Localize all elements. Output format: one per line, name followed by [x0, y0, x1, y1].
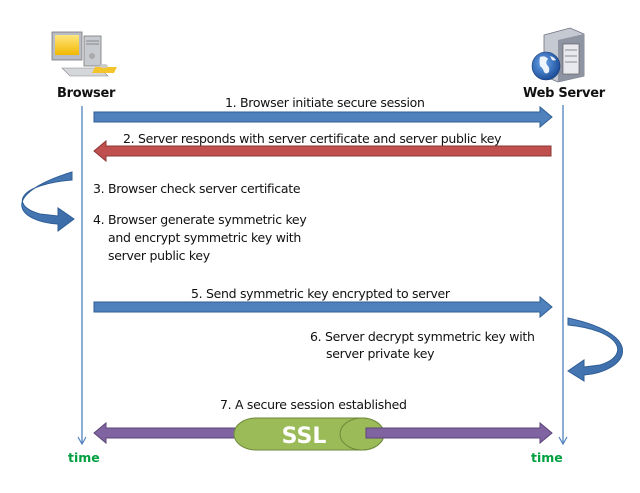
server-self-curve-arrow [567, 317, 623, 382]
step-7-arrow [93, 421, 251, 445]
step-1-arrow [93, 105, 553, 129]
ssl-tunnel [233, 417, 385, 451]
step-7-arrow-right [365, 421, 553, 445]
step-7-label: 7. A secure session established [220, 397, 407, 412]
browser-self-curve-arrow [21, 171, 75, 232]
browser-lifeline [77, 106, 87, 446]
step-5-label: 5. Send symmetric key encrypted to serve… [191, 286, 450, 301]
step-1-label: 1. Browser initiate secure session [225, 95, 425, 110]
browser-label: Browser [57, 86, 116, 101]
server-lifeline [558, 105, 568, 446]
step-4-line-3: server public key [108, 248, 210, 263]
step-4-line-1: 4. Browser generate symmetric key [93, 212, 307, 227]
step-3-label: 3. Browser check server certificate [93, 181, 301, 196]
web-server-globe-icon [531, 27, 585, 83]
browser-time-label: time [68, 450, 100, 465]
ssl-label: SSL [282, 424, 327, 449]
step-2-label: 2. Server responds with server certifica… [123, 131, 502, 146]
step-2-arrow [93, 139, 552, 163]
step-6-line-1: 6. Server decrypt symmetric key with [310, 329, 535, 344]
desktop-computer-icon [51, 31, 117, 77]
server-time-label: time [531, 450, 563, 465]
step-5-arrow [93, 295, 553, 319]
web-server-label: Web Server [523, 86, 605, 101]
step-6-line-2: server private key [326, 346, 435, 361]
step-4-line-2: and encrypt symmetric key with [108, 230, 302, 245]
